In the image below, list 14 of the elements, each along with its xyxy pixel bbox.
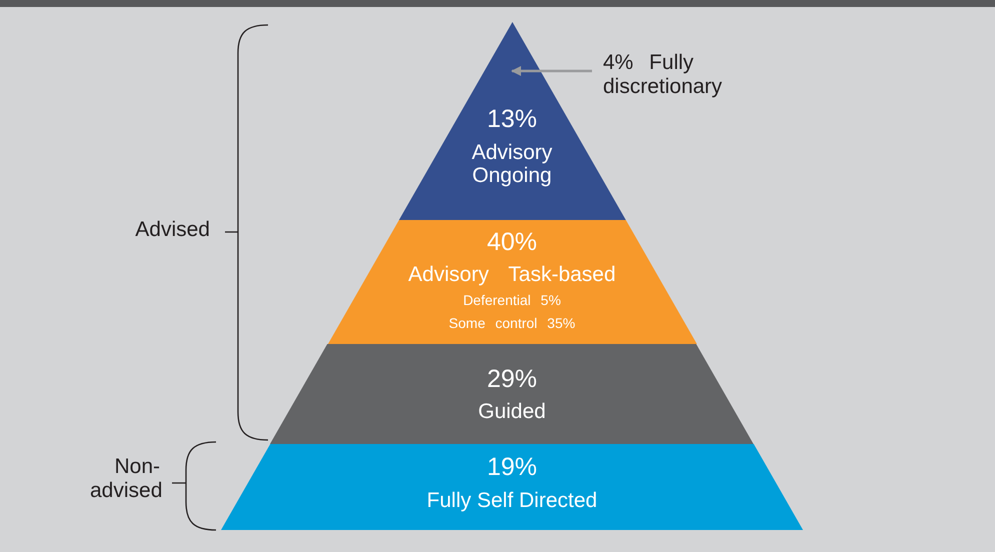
sub-label: Some control 35%	[448, 316, 576, 332]
group-label: Non-advised	[90, 455, 160, 504]
callout-text: 4% Fully discretionary	[603, 51, 753, 100]
tier-label: Advisory Task-based	[408, 263, 616, 286]
percentage-label: 19%	[486, 454, 538, 482]
sub-label: Deferential 5%	[463, 293, 561, 308]
tier-label: Guided	[478, 400, 546, 424]
percentage-label: 13%	[486, 106, 537, 134]
percentage-label: 29%	[486, 366, 537, 394]
leader-arrow	[511, 66, 592, 76]
tier-label: Fully Self Directed	[426, 489, 598, 512]
group-label: Advised	[134, 218, 210, 242]
tier-label: Advisory Ongoing	[470, 141, 554, 188]
percentage-label: 40%	[486, 229, 537, 256]
